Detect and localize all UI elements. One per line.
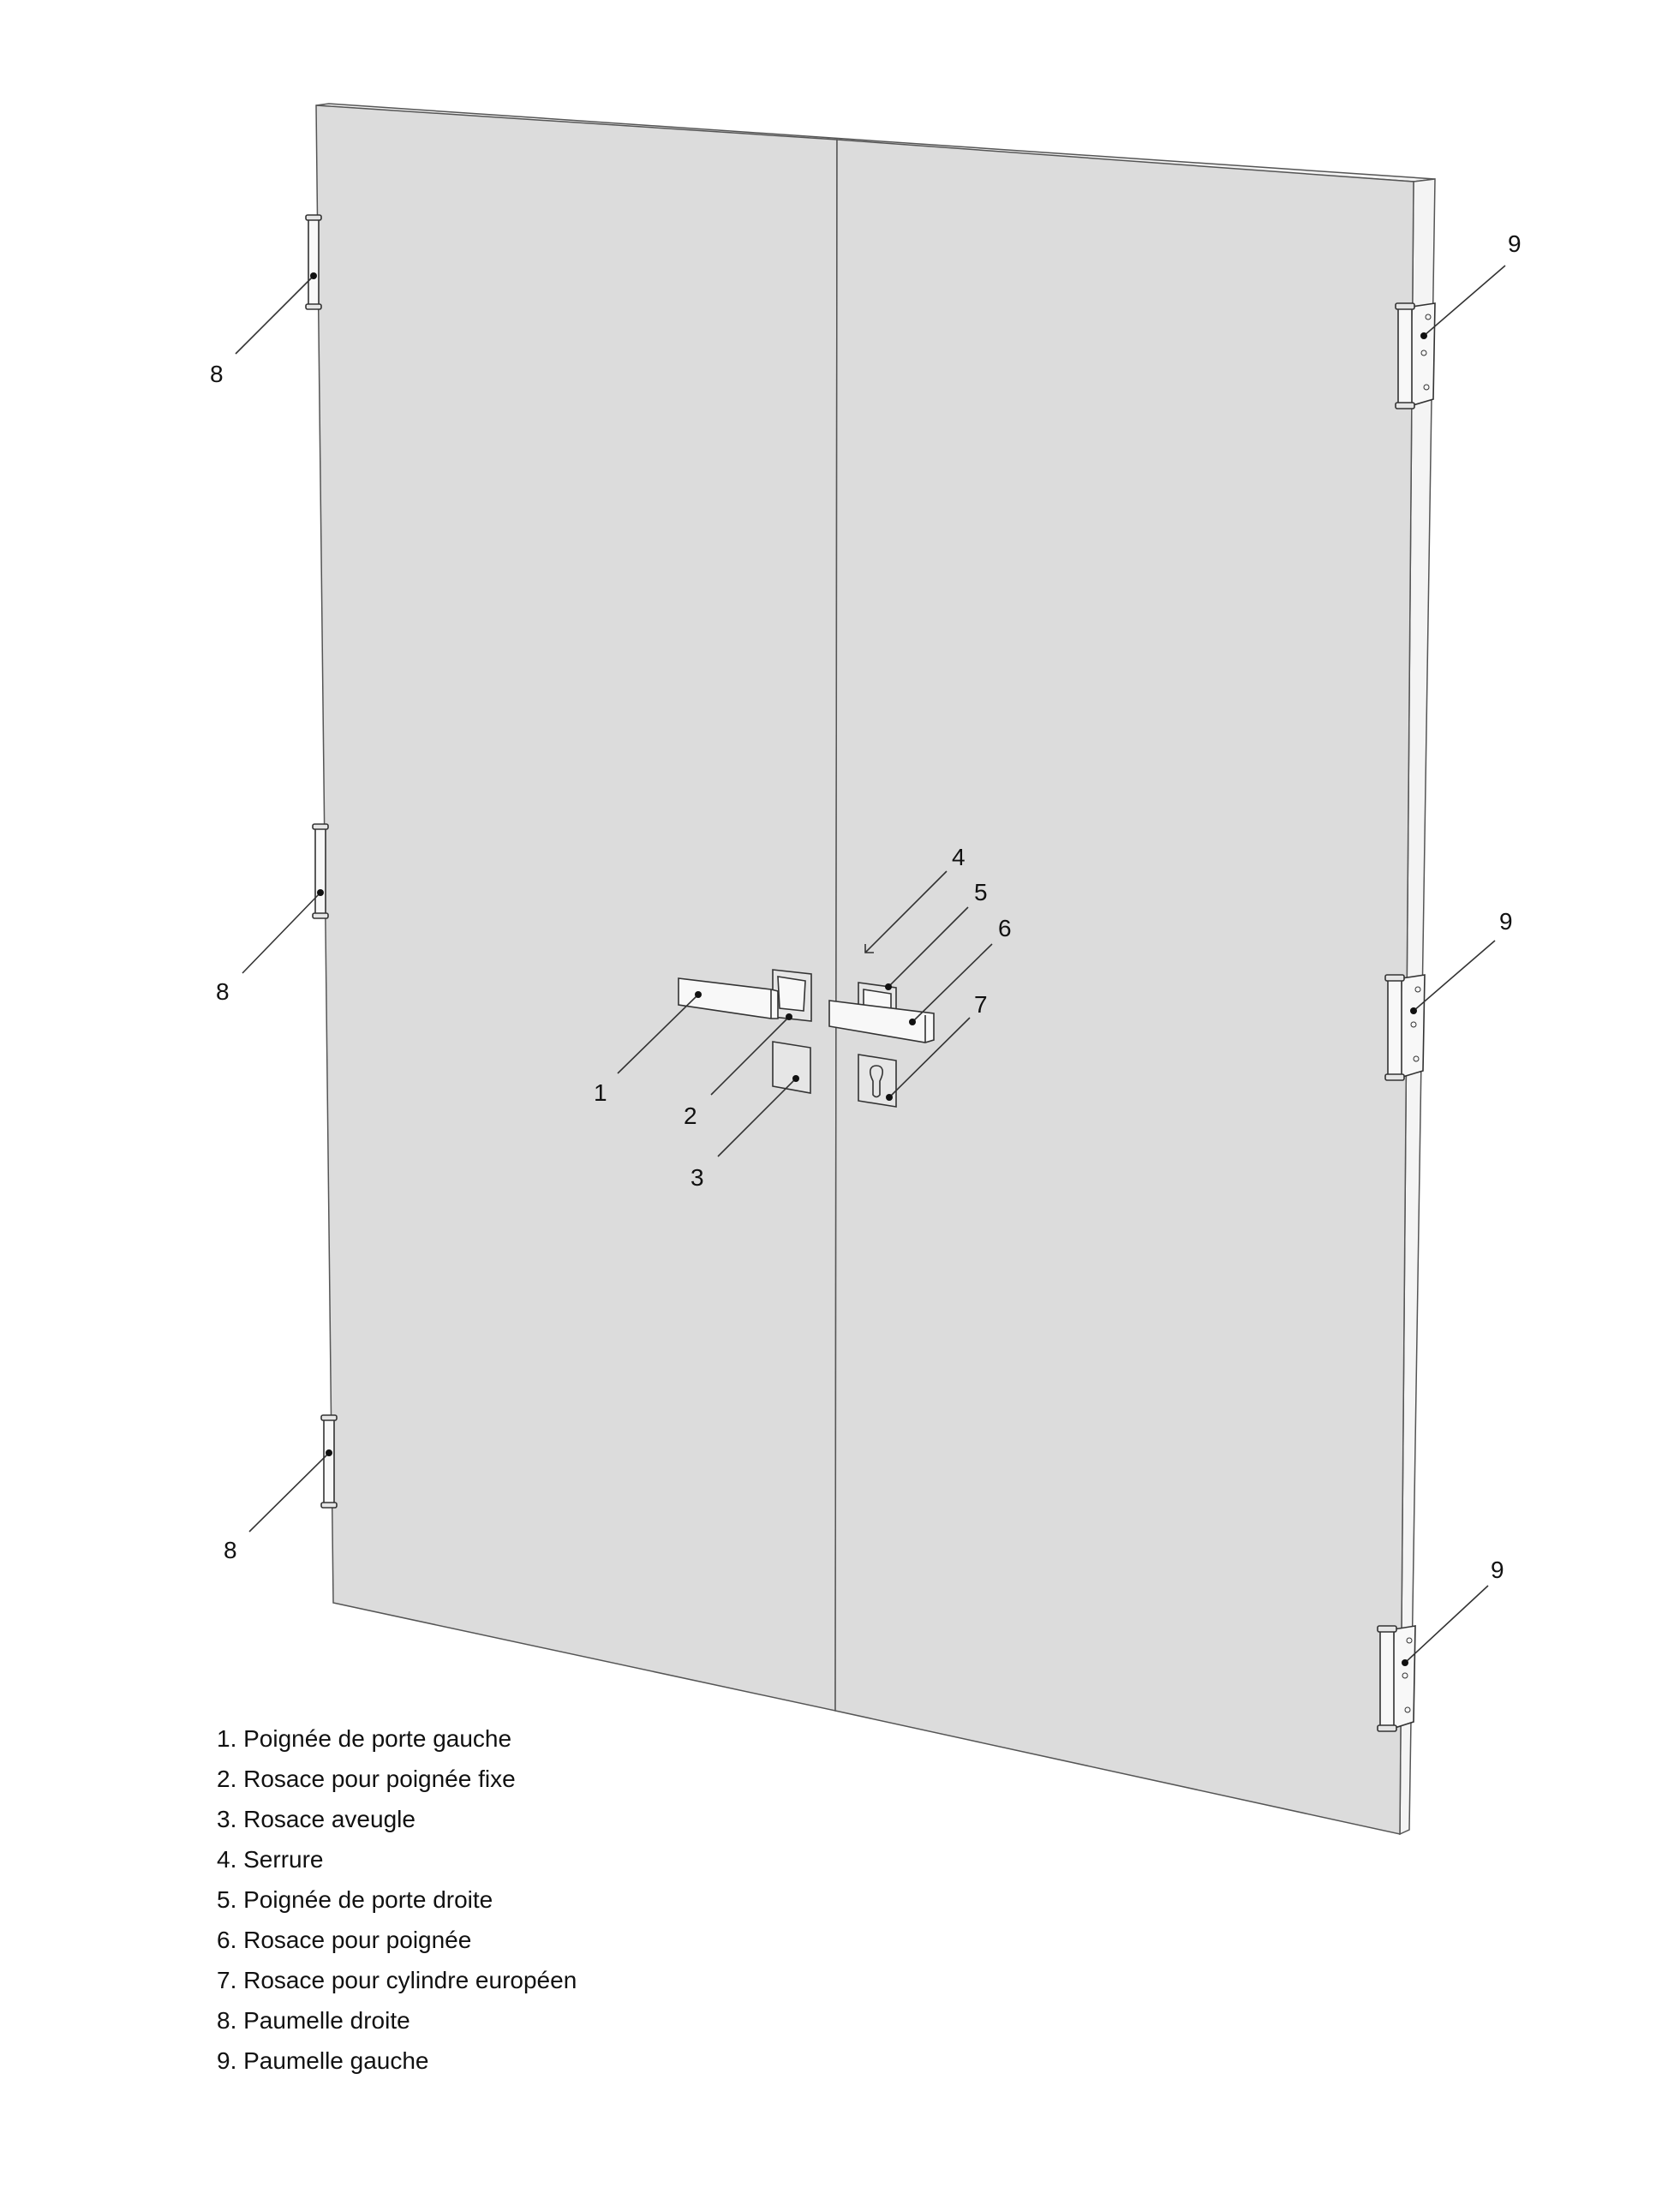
hinge-right-top [1395,302,1436,409]
callout-8-top: 8 [210,272,317,387]
legend-item: 8. Paumelle droite [217,2007,410,2034]
svg-text:8: 8 [210,361,224,387]
hinge-left-top [305,214,322,310]
callout-8-bottom: 8 [224,1449,332,1563]
hinge-left-bottom [320,1414,338,1509]
callout-6: 6 [909,915,1012,1025]
legend-item: 5. Poignée de porte droite [217,1886,493,1913]
right-door-handle [828,1000,935,1043]
blind-rosette [772,1041,811,1094]
callout-2: 2 [684,1013,792,1129]
right-door-leaf [834,139,1414,1835]
svg-text:3: 3 [691,1164,704,1191]
svg-text:4: 4 [952,844,966,870]
svg-text:5: 5 [974,879,988,905]
svg-text:6: 6 [998,915,1012,941]
callout-9-bottom: 9 [1402,1557,1504,1666]
callout-8-middle: 8 [216,889,324,1005]
legend-item: 7. Rosace pour cylindre européen [217,1967,577,1993]
legend-item: 3. Rosace aveugle [217,1806,416,1832]
callout-7: 7 [886,991,988,1101]
legend-item: 4. Serrure [217,1846,324,1873]
svg-text:9: 9 [1508,230,1522,257]
svg-text:9: 9 [1491,1557,1504,1583]
keyhole-icon [869,1065,884,1098]
svg-text:9: 9 [1499,908,1513,935]
callout-3: 3 [691,1075,799,1191]
callout-9-middle: 9 [1410,908,1513,1014]
parts-legend: 1. Poignée de porte gauche 2. Rosace pou… [217,1718,577,2081]
callout-5: 5 [885,879,988,990]
legend-item: 1. Poignée de porte gauche [217,1725,512,1752]
legend-item: 6. Rosace pour poignée [217,1927,472,1953]
callout-1: 1 [594,991,702,1106]
svg-text:1: 1 [594,1079,607,1106]
hinge-left-middle [312,823,329,919]
legend-item: 9. Paumelle gauche [217,2047,429,2074]
rosette-neck [777,976,806,1012]
svg-text:8: 8 [224,1537,237,1563]
left-door-leaf [315,105,838,1712]
hinge-right-bottom [1377,1625,1416,1732]
callout-4: 4 [864,844,966,953]
svg-text:8: 8 [216,978,230,1005]
legend-item: 2. Rosace pour poignée fixe [217,1766,516,1792]
svg-text:7: 7 [974,991,988,1018]
callout-9-top: 9 [1420,230,1522,339]
svg-text:2: 2 [684,1102,697,1129]
euro-cylinder-rosette [858,1054,897,1108]
hinge-right-middle [1384,974,1426,1081]
